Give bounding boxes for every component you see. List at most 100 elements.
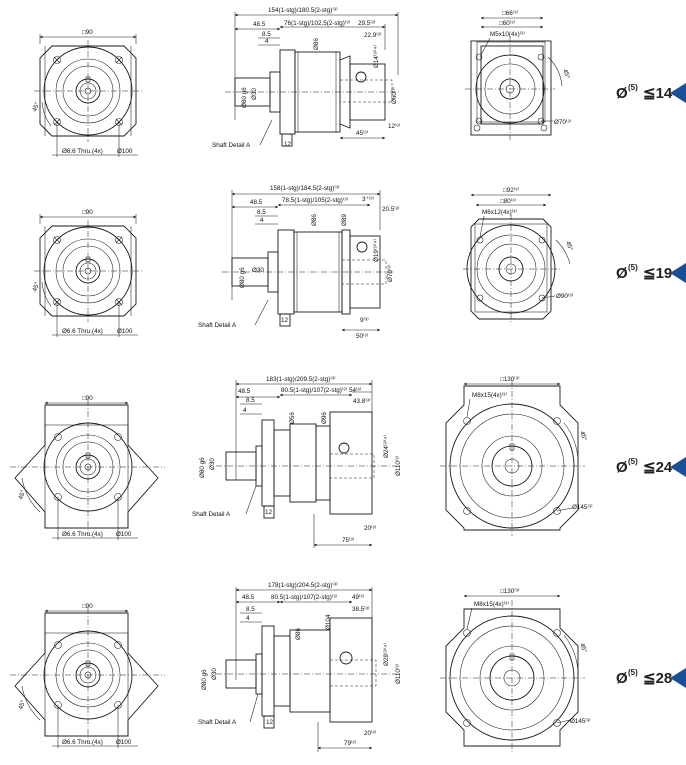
side-flange-label: Ø89 bbox=[341, 214, 348, 226]
front-pcd-label: Ø100 bbox=[117, 148, 133, 155]
front-bolt-label: Ø6.6 Thru.(4x) bbox=[62, 739, 103, 746]
side-flange-label: Ø96 bbox=[321, 412, 328, 424]
row-3: □90 Ø6.6 Thru.(4x) Ø100 45° 183(1-stg)/2… bbox=[10, 376, 686, 548]
side-pilot-label: Ø80 g6 bbox=[241, 87, 248, 108]
side-d12b-label: 20⁽³⁾ bbox=[364, 730, 377, 737]
side-d12b-label: 12⁽³⁾ bbox=[388, 123, 401, 130]
badge-arrow-icon-4 bbox=[670, 668, 686, 688]
badge-arrow-icon-1 bbox=[670, 83, 686, 103]
badge-sup-1: (5) bbox=[628, 83, 638, 92]
input-sq1-label: □130⁽³⁾ bbox=[500, 376, 520, 383]
side-d2-label: 3⁺⁽³⁾ bbox=[362, 196, 374, 203]
side-view-1: 154(1-stg)/180.5(2-stg)⁽³⁾ 76(1-stg)/102… bbox=[212, 7, 401, 149]
side-d3-label: 43.8⁽³⁾ bbox=[353, 398, 371, 405]
input-sq2-label: □80⁽³⁾ bbox=[500, 198, 516, 205]
side-overall-label: 178(1-stg)/204.5(2-stg)⁽³⁾ bbox=[268, 582, 338, 589]
input-pcd-label: Ø145⁽³⁾ bbox=[570, 718, 591, 725]
front-bolt-label: Ø6.6 Thru.(4x) bbox=[62, 531, 103, 538]
badge-sup-3: (5) bbox=[628, 457, 638, 466]
input-view-1: □66⁽³⁾ □60⁽³⁾ M5x10(4x)⁽³⁾ 45° Ø70⁽³⁾ bbox=[465, 10, 572, 140]
front-view-2: □90 Ø6.6 Thru.(4x) Ø100 45° bbox=[30, 209, 142, 337]
badge-phi-1: Ø bbox=[616, 85, 628, 102]
badge-value-1: ≦14 bbox=[643, 85, 673, 102]
input-sq1-label: □130⁽³⁾ bbox=[500, 588, 520, 595]
side-d12-label: 12 bbox=[284, 141, 292, 148]
badge-4: Ø (5) ≦28 bbox=[616, 668, 686, 688]
side-d12-label: 12 bbox=[281, 317, 289, 324]
badge-phi-3: Ø bbox=[616, 459, 628, 476]
side-d3-label: 22.9⁽³⁾ bbox=[364, 32, 382, 39]
input-view-4: □130⁽³⁾ M8x15(4x)⁽³⁾ 45° Ø145⁽³⁾ bbox=[440, 588, 591, 752]
front-pcd-label: Ø100 bbox=[116, 531, 132, 538]
side-shaft-len-label: 48.5 bbox=[242, 594, 255, 601]
badge-sup-2: (5) bbox=[628, 263, 638, 272]
input-pcd-label: Ø145⁽³⁾ bbox=[572, 504, 593, 511]
input-angle-label: 45° bbox=[578, 642, 589, 654]
side-d1-label: 76(1-stg)/102.5(2-stg)⁽³⁾ bbox=[284, 20, 351, 27]
side-d12b-label: 20⁽³⁾ bbox=[364, 525, 377, 532]
badge-value-2: ≦19 bbox=[643, 265, 672, 282]
side-d85-label: 8.5 bbox=[262, 31, 271, 38]
input-thread-label: M8x15(4x)⁽³⁾ bbox=[472, 392, 507, 399]
side-d2-label: 54⁽³⁾ bbox=[349, 387, 362, 394]
side-d45-label: 50⁽³⁾ bbox=[356, 333, 369, 340]
side-d3-label: 20.5⁽³⁾ bbox=[382, 206, 400, 213]
badge-phi-4: Ø bbox=[616, 670, 628, 687]
front-square-label: □90 bbox=[82, 29, 93, 36]
front-square-label: □90 bbox=[82, 209, 93, 216]
side-d4-label: 4 bbox=[260, 217, 264, 224]
side-out-label: Ø60⁽³⁾ bbox=[391, 86, 398, 104]
input-sq1-label: □66⁽³⁾ bbox=[502, 10, 518, 17]
side-d12-label: 12 bbox=[265, 509, 273, 516]
input-angle-label: 45° bbox=[561, 68, 572, 80]
side-shaft-detail-label: Shaft Detail A bbox=[192, 511, 231, 518]
side-shaft-detail-label: Shaft Detail A bbox=[212, 142, 251, 149]
side-flange-label: Ø14⁽³⁾⁽⁴⁾ bbox=[373, 45, 380, 68]
side-out-label: Ø19⁽³⁾⁽⁴⁾ bbox=[373, 239, 380, 262]
input-angle-label: 45° bbox=[578, 430, 589, 442]
front-bolt-label: Ø6.6 Thru.(4x) bbox=[62, 148, 103, 155]
side-d1-label: 80.5(1-stg)/107(2-stg)⁽³⁾ bbox=[271, 594, 338, 601]
side-d4-label: 4 bbox=[246, 615, 250, 622]
side-d4-label: 4 bbox=[243, 407, 247, 414]
badge-arrow-icon-2 bbox=[670, 263, 686, 283]
row-4: □90 Ø6.6 Thru.(4x) Ø100 45° 178(1-stg)/2… bbox=[10, 582, 686, 752]
side-d3-label: 38.5⁽³⁾ bbox=[352, 606, 370, 613]
input-pcd-label: Ø90⁽³⁾ bbox=[556, 293, 574, 300]
input-sq1-label: □92⁽³⁾ bbox=[503, 187, 519, 194]
side-view-2: 158(1-stg)/184.5(2-stg)⁽³⁾ 78.5(1-stg)/1… bbox=[198, 185, 400, 340]
input-sq2-label: □60⁽³⁾ bbox=[499, 20, 515, 27]
row-2: □90 Ø6.6 Thru.(4x) Ø100 45° 158(1-stg)/1… bbox=[30, 185, 686, 340]
side-shaft-len-label: 48.5 bbox=[253, 21, 266, 28]
side-d45-label: 45⁽³⁾ bbox=[356, 130, 369, 137]
input-view-3: □130⁽³⁾ M8x15(4x)⁽³⁾ 45° Ø145⁽³⁾ bbox=[440, 376, 593, 536]
side-d85-label: 8.5 bbox=[246, 397, 255, 404]
side-view-4: 178(1-stg)/204.5(2-stg)⁽³⁾ 80.5(1-stg)/1… bbox=[198, 582, 402, 752]
side-d2-label: 29.5⁽³⁾ bbox=[358, 20, 376, 27]
input-thread-label: M5x10(4x)⁽³⁾ bbox=[490, 31, 525, 38]
front-square-label: □90 bbox=[82, 603, 93, 610]
side-d85-label: 8.5 bbox=[257, 209, 266, 216]
side-d1-label: 80.5(1-stg)/107(2-stg)⁽³⁾ bbox=[281, 387, 348, 394]
side-d1-label: 78.5(1-stg)/105(2-stg)⁽³⁾ bbox=[282, 197, 349, 204]
front-angle-label: 45° bbox=[16, 699, 27, 711]
side-body-label: Ø86 bbox=[295, 628, 302, 640]
side-shaft-label: Ø30 bbox=[252, 267, 264, 274]
side-overall-label: 183(1-stg)/209.5(2-stg)⁽³⁾ bbox=[266, 376, 336, 383]
side-shaft-detail-label: Shaft Detail A bbox=[198, 719, 237, 726]
row-1: □90 Ø6.6 Thru.(4x) Ø100 45° 154(1-stg)/1… bbox=[30, 7, 686, 157]
front-angle-label: 45° bbox=[30, 281, 41, 293]
side-body-label: Ø86 bbox=[311, 214, 318, 226]
badge-phi-2: Ø bbox=[616, 265, 628, 282]
side-shaft-label: Ø30 bbox=[209, 458, 216, 470]
front-view-1: □90 Ø6.6 Thru.(4x) Ø100 45° bbox=[30, 29, 142, 157]
side-shaft-len-label: 48.5 bbox=[238, 388, 251, 395]
badge-2: Ø (5) ≦19 bbox=[616, 263, 686, 283]
badge-1: Ø (5) ≦14 bbox=[616, 83, 686, 103]
side-body-label: Ø86 bbox=[313, 38, 320, 50]
input-view-2: □92⁽³⁾ □80⁽³⁾ M6x12(4x)⁽³⁾ 45° Ø90⁽³⁾ bbox=[463, 187, 575, 324]
side-view-3: 183(1-stg)/209.5(2-stg)⁽³⁾ 80.5(1-stg)/1… bbox=[192, 376, 402, 548]
side-shaft-label: Ø30 bbox=[251, 88, 258, 100]
side-shaft-label: Ø30 bbox=[211, 668, 218, 680]
